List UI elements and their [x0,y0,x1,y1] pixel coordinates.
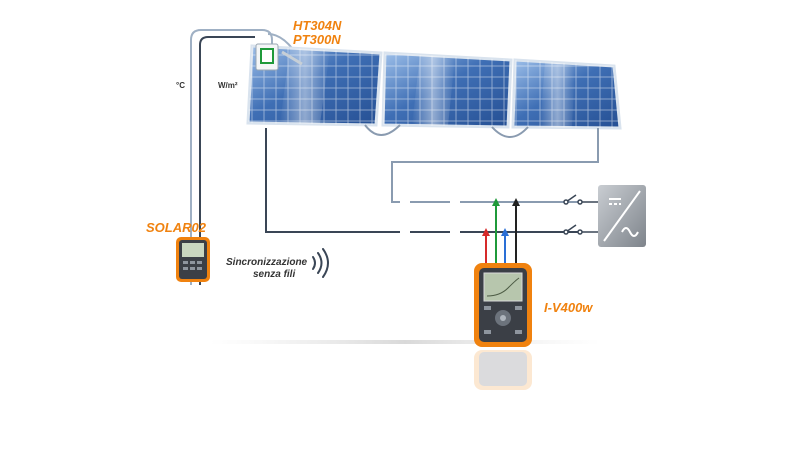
panel-link-2-3 [491,126,529,138]
solar02-label: SOLAR02 [146,220,206,235]
inverter-icon [598,185,646,247]
sensor-model-label-2: PT300N [293,32,341,47]
wireless-label-line1: Sincronizzazione [226,257,308,268]
iv400w-label: I-V400w [544,300,593,315]
string-negative-cable [265,128,578,233]
wireless-label-line2: senza fili [253,269,296,280]
probe-tips [482,198,520,236]
panel-link-1-2 [364,124,401,136]
temperature-unit-label: °C [176,81,185,90]
iv400w-reflection [474,350,532,390]
ground-shadow [210,340,600,344]
string-positive-cable [391,128,599,203]
irradiance-unit-label: W/m² [218,81,238,90]
pv-panel-1 [246,44,383,127]
solar02-device [176,237,210,282]
iv400w-device [474,263,532,347]
dc-disconnect-switch [563,194,600,235]
sensor-model-label-1: HT304N [293,18,342,33]
pv-panel-3 [511,58,622,130]
temperature-cable [199,36,255,285]
irradiance-sensor [255,43,303,71]
wireless-signal-icon [312,248,329,278]
irradiance-cable [190,29,273,285]
test-leads [485,202,517,268]
pv-panel-2 [381,51,513,129]
